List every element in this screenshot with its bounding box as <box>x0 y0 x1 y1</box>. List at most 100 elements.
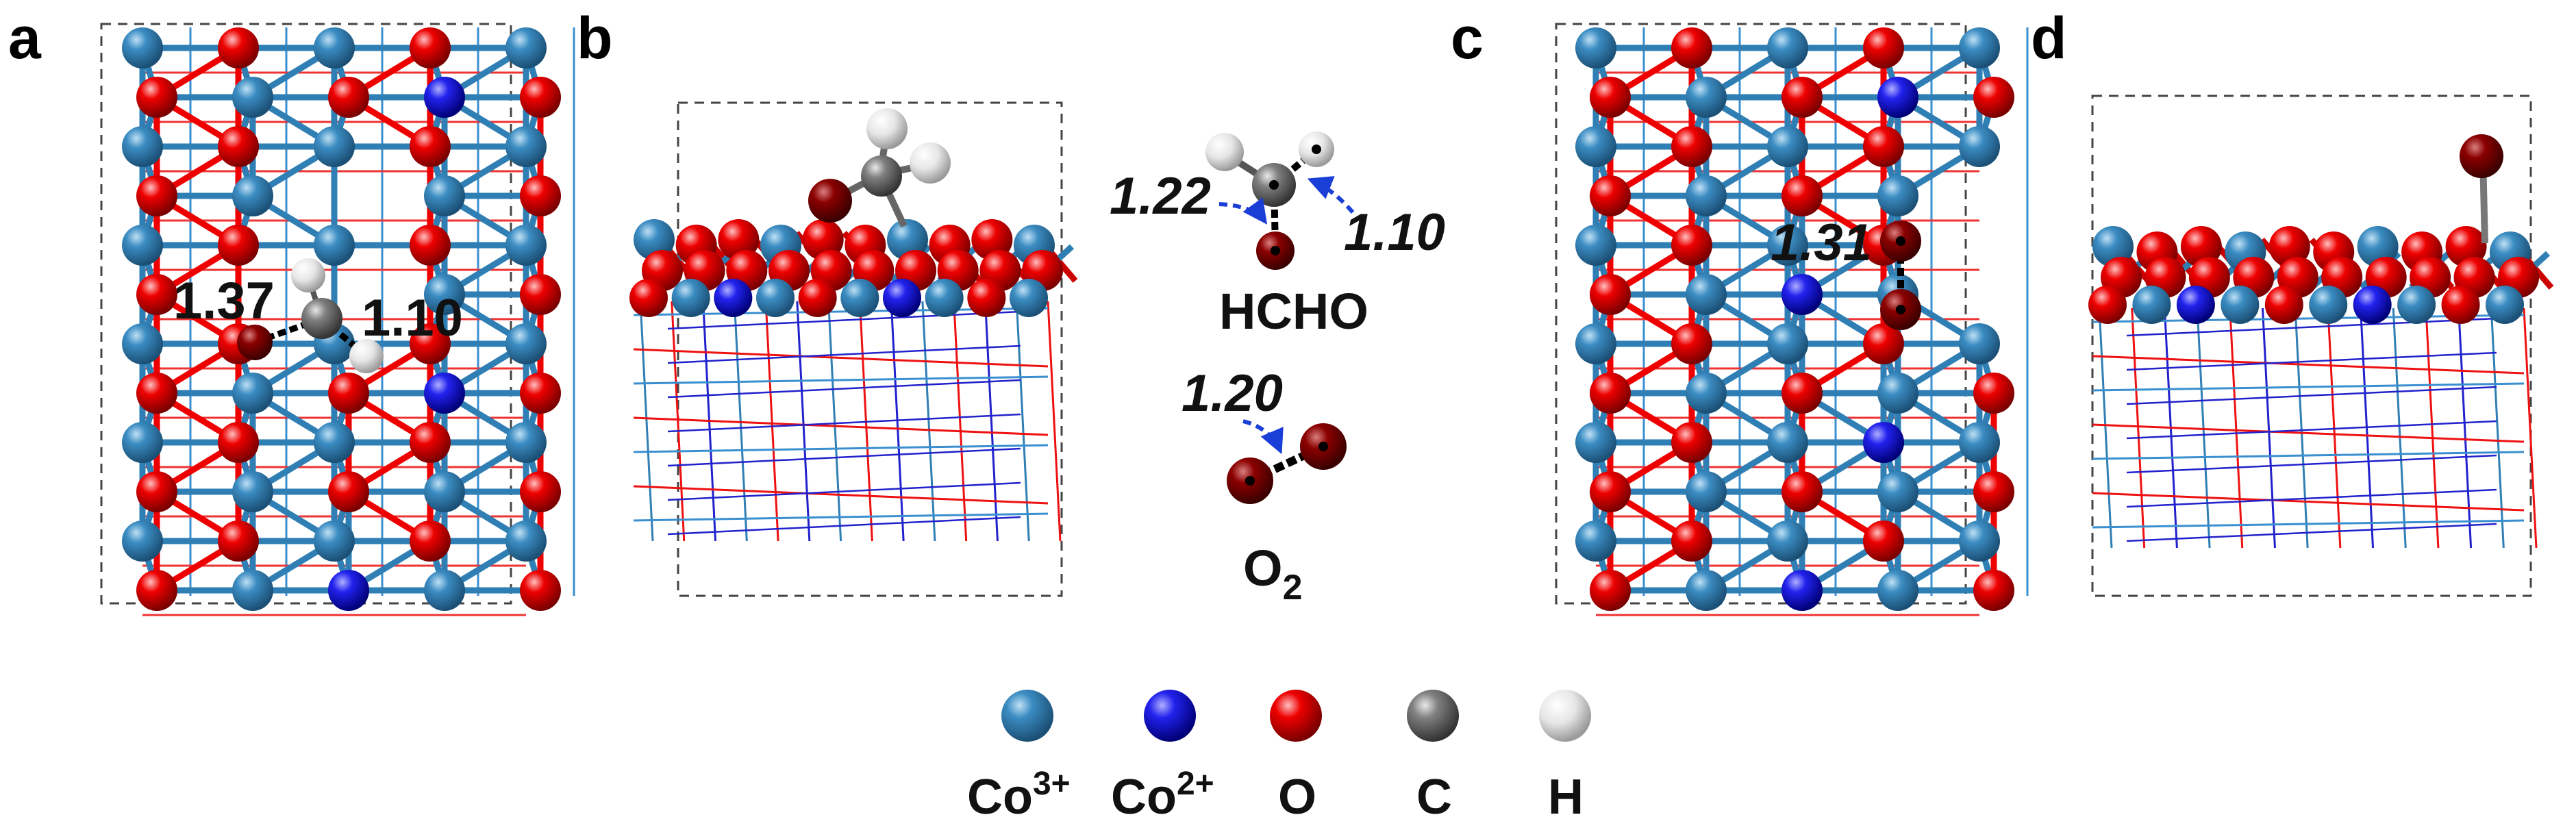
co3-atom <box>314 520 355 562</box>
o-atom <box>218 27 259 68</box>
o-atom <box>136 274 177 315</box>
o-atom <box>967 279 1006 317</box>
o-atom <box>1590 570 1631 611</box>
o-atom <box>520 471 561 512</box>
co3-sphere-icon <box>1001 690 1053 742</box>
o-atom-adsorbed <box>808 179 852 223</box>
o-atom <box>798 279 837 317</box>
h-sphere-icon <box>1539 690 1591 742</box>
panel-a-hcho-adsorbate <box>237 258 384 373</box>
legend: Co3+ Co2+ O C H <box>967 690 1591 825</box>
legend-item-o: O <box>1270 690 1322 825</box>
panel-a-bond-label-ch: 1.10 <box>362 289 463 347</box>
o-atom <box>718 219 760 260</box>
o-atom <box>1671 126 1712 167</box>
o-atom <box>136 471 177 512</box>
o-atom <box>802 219 844 260</box>
co3-atom <box>314 225 355 266</box>
co3-atom <box>505 323 547 364</box>
co2-atom <box>714 279 753 317</box>
co3-atom <box>887 219 928 260</box>
co3-atom <box>314 422 355 463</box>
o-atom <box>1973 373 2014 414</box>
panel-a-structure: 1.37 1.10 <box>100 23 575 616</box>
o-atom <box>2268 226 2310 267</box>
h-atom <box>1205 133 1244 171</box>
arrow-icon <box>1307 176 1355 214</box>
o-atom <box>1973 471 2014 512</box>
panel-d-cell-box <box>2091 95 2532 597</box>
co3-atom <box>1767 126 1808 167</box>
panel-a-cell-box <box>100 23 512 605</box>
co3-atom <box>1686 373 1727 414</box>
c-sphere-icon <box>1407 690 1459 742</box>
co3-atom <box>424 471 465 512</box>
co3-atom <box>1959 520 2000 562</box>
co3-atom <box>925 279 964 317</box>
co3-atom <box>1575 422 1616 463</box>
co3-atom <box>122 323 163 364</box>
co2-atom <box>424 77 465 118</box>
legend-item-co2: Co2+ <box>1111 690 1214 825</box>
o-atom <box>520 274 561 315</box>
c-atom <box>301 298 342 339</box>
co3-atom <box>2397 286 2436 324</box>
co2-atom <box>328 570 369 611</box>
o-atom <box>2445 226 2487 267</box>
svg-text:Co3+: Co3+ <box>967 766 1071 825</box>
co3-atom <box>122 225 163 266</box>
panel-d-structure <box>2088 95 2554 597</box>
o-atom <box>1863 126 1904 167</box>
o-atom <box>1671 520 1712 562</box>
co3-atom <box>1877 570 1918 611</box>
co2-atom <box>1781 274 1823 315</box>
o-atom <box>1671 225 1712 266</box>
co3-atom <box>505 126 547 167</box>
co3-atom <box>505 27 547 68</box>
o-atom <box>328 373 369 414</box>
svg-text:Co2+: Co2+ <box>1111 766 1214 825</box>
o-atom-adsorbed <box>2460 134 2503 178</box>
o-atom <box>1671 323 1712 364</box>
co3-atom <box>1877 471 1918 512</box>
panel-c-o2-adsorbate <box>1880 221 1921 330</box>
legend-item-h: H <box>1539 690 1591 825</box>
co3-atom <box>1575 323 1616 364</box>
o-atom <box>1863 323 1904 364</box>
co2-sphere-icon <box>1144 690 1196 742</box>
panel-a-atoms <box>122 27 561 611</box>
o-atom <box>218 225 259 266</box>
co3-atom <box>232 373 273 414</box>
co2-atom <box>1863 422 1904 463</box>
co3-atom <box>1959 422 2000 463</box>
co3-atom <box>424 175 465 216</box>
co3-atom <box>840 279 879 317</box>
o-atom <box>1590 77 1631 118</box>
co3-atom <box>671 279 710 317</box>
panel-c-cell-box <box>1555 23 1967 605</box>
co3-atom <box>505 520 547 562</box>
panel-c-structure: 1.31 <box>1555 23 2029 616</box>
co3-atom <box>122 27 163 68</box>
o-atom <box>1781 77 1823 118</box>
hcho-bond-label-ch: 1.10 <box>1344 203 1445 262</box>
co3-atom <box>122 126 163 167</box>
panel-letter-d: d <box>2031 5 2067 71</box>
o-atom <box>1863 520 1904 562</box>
o-atom <box>1781 471 1823 512</box>
o-atom <box>410 225 451 266</box>
panel-a-bond-label-co: 1.37 <box>173 272 275 330</box>
co3-atom <box>1686 77 1727 118</box>
panel-letter-c: c <box>1451 5 1484 71</box>
o-atom <box>2264 286 2303 324</box>
co3-atom <box>634 219 675 260</box>
co3-atom <box>232 175 273 216</box>
co3-atom <box>2221 286 2260 324</box>
panel-d-atoms <box>2088 226 2539 324</box>
o-atom <box>971 219 1013 260</box>
o-atom <box>1973 570 2014 611</box>
co3-atom <box>2486 286 2524 324</box>
o-atom <box>1671 422 1712 463</box>
co3-atom <box>1877 175 1918 216</box>
